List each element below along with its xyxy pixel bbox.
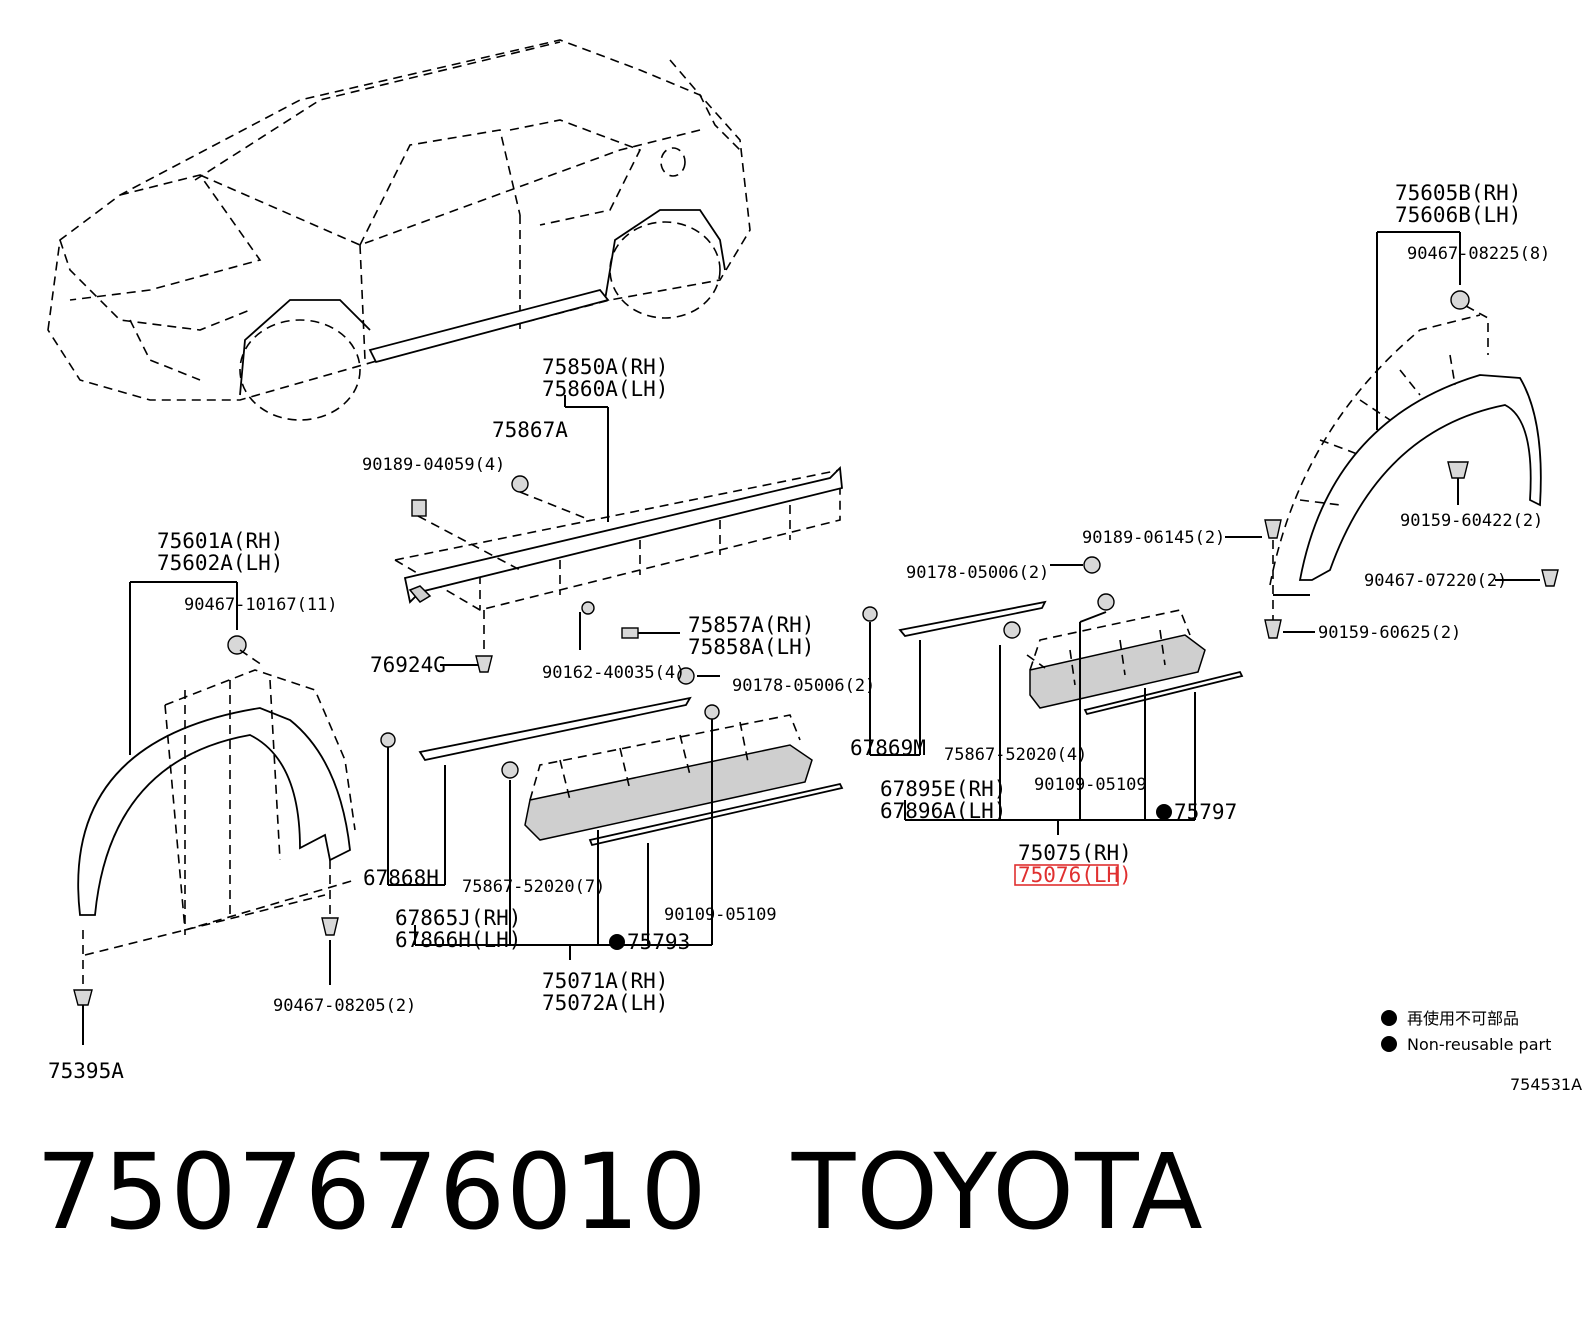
label-90109-05109-rear: 90109-05109 bbox=[1034, 775, 1147, 795]
label-76924G: 76924G bbox=[370, 653, 446, 677]
label-67868H: 67868H bbox=[363, 866, 439, 890]
label-75793: 75793 bbox=[627, 930, 690, 954]
label-75606B: 75606B(LH) bbox=[1395, 203, 1521, 227]
label-67896A: 67896A(LH) bbox=[880, 799, 1006, 823]
label-75860A: 75860A(LH) bbox=[542, 377, 668, 401]
label-75605B: 75605B(RH) bbox=[1395, 181, 1521, 205]
part-labels: 75850A(RH) 75860A(LH) 75867A 90189-04059… bbox=[48, 181, 1550, 1083]
label-90162-40035: 90162-40035(4) bbox=[542, 663, 685, 683]
label-75395A: 75395A bbox=[48, 1059, 124, 1083]
label-90467-08205: 90467-08205(2) bbox=[273, 996, 416, 1016]
label-75602A: 75602A(LH) bbox=[157, 551, 283, 575]
legend-text-en: Non-reusable part bbox=[1407, 1035, 1551, 1054]
legend-marker-en bbox=[1381, 1036, 1397, 1052]
vehicle-illustration bbox=[47, 39, 751, 421]
label-75857A: 75857A(RH) bbox=[688, 613, 814, 637]
legend: 再使用不可部品 Non-reusable part 754531A bbox=[1381, 1009, 1582, 1094]
label-90189-04059: 90189-04059(4) bbox=[362, 455, 505, 475]
highlight-box-75076 bbox=[1014, 864, 1119, 886]
label-90178-05006-rear: 90178-05006(2) bbox=[906, 563, 1049, 583]
label-75072A: 75072A(LH) bbox=[542, 991, 668, 1015]
label-90178-05006-front: 90178-05006(2) bbox=[732, 676, 875, 696]
side-moulding-front bbox=[380, 667, 844, 960]
label-75867-52020-4: 75867-52020(4) bbox=[944, 745, 1087, 765]
label-75076-highlighted: 75076(LH) bbox=[1018, 863, 1132, 887]
label-75797: 75797 bbox=[1174, 800, 1237, 824]
non-reusable-marker-75797 bbox=[1156, 804, 1172, 820]
rocker-moulding-upper bbox=[394, 395, 843, 673]
label-90159-60625: 90159-60625(2) bbox=[1318, 623, 1461, 643]
label-90109-05109-front: 90109-05109 bbox=[664, 905, 777, 925]
label-90189-06145: 90189-06145(2) bbox=[1082, 528, 1225, 548]
label-90467-07220: 90467-07220(2) bbox=[1364, 571, 1507, 591]
label-67866H: 67866H(LH) bbox=[395, 928, 521, 952]
label-75867A: 75867A bbox=[492, 418, 568, 442]
legend-marker-cn bbox=[1381, 1010, 1397, 1026]
caption-part-number: 7507676010 bbox=[36, 1131, 708, 1253]
label-75850A: 75850A(RH) bbox=[542, 355, 668, 379]
legend-text-cn: 再使用不可部品 bbox=[1407, 1009, 1519, 1028]
figure-id: 754531A bbox=[1510, 1075, 1582, 1094]
label-75858A: 75858A(LH) bbox=[688, 635, 814, 659]
wheel-arch-front bbox=[73, 581, 356, 1045]
label-90467-08225: 90467-08225(8) bbox=[1407, 244, 1550, 264]
label-90159-60422: 90159-60422(2) bbox=[1400, 511, 1543, 531]
caption-brand: TOYOTA bbox=[791, 1131, 1204, 1253]
label-75071A: 75071A(RH) bbox=[542, 969, 668, 993]
label-67869M: 67869M bbox=[850, 736, 926, 760]
label-67895E: 67895E(RH) bbox=[880, 777, 1006, 801]
label-67865J: 67865J(RH) bbox=[395, 906, 521, 930]
wheel-arch-rear bbox=[1225, 231, 1559, 639]
label-75601A: 75601A(RH) bbox=[157, 529, 283, 553]
side-moulding-rear bbox=[862, 556, 1244, 835]
label-75075: 75075(RH) bbox=[1018, 841, 1132, 865]
non-reusable-marker-75793 bbox=[609, 934, 625, 950]
label-90467-10167: 90467-10167(11) bbox=[184, 595, 338, 615]
label-75867-52020-7: 75867-52020(7) bbox=[462, 877, 605, 897]
